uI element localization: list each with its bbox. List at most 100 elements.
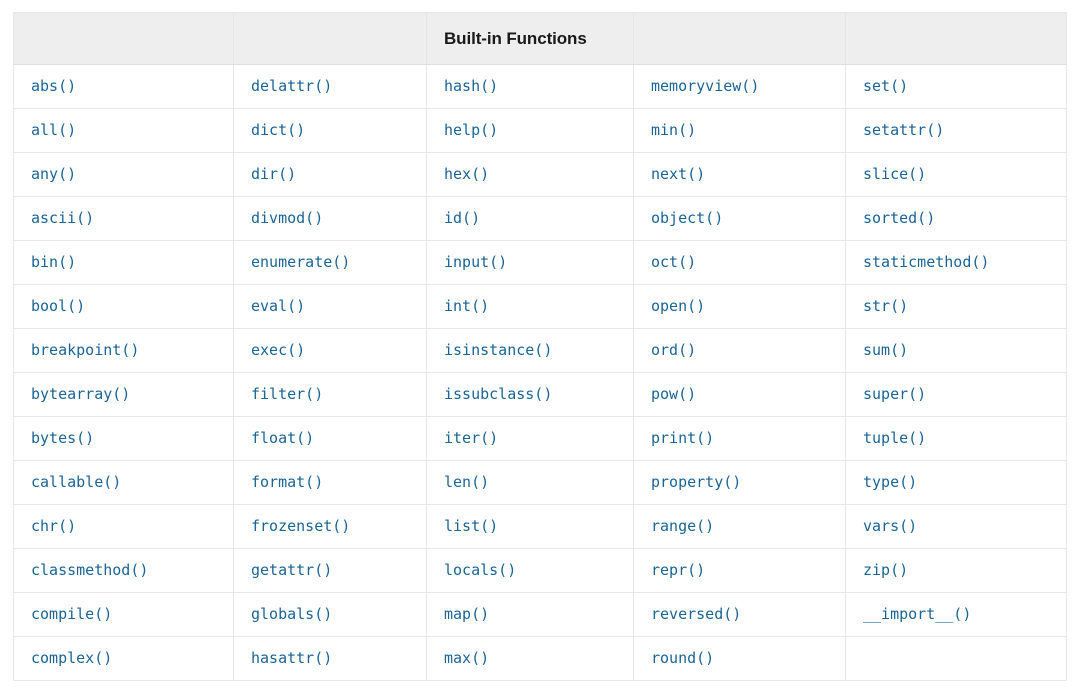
table-cell: divmod(): [233, 196, 427, 241]
function-link-locals[interactable]: locals(): [444, 561, 517, 579]
function-link-float[interactable]: float(): [251, 429, 315, 447]
table-cell: ord(): [633, 328, 846, 373]
function-link-str[interactable]: str(): [863, 297, 909, 315]
function-link-help[interactable]: help(): [444, 121, 499, 139]
function-link-divmod[interactable]: divmod(): [251, 209, 324, 227]
function-link-repr[interactable]: repr(): [651, 561, 706, 579]
function-link-range[interactable]: range(): [651, 517, 715, 535]
function-link-len[interactable]: len(): [444, 473, 490, 491]
function-link-issubclass[interactable]: issubclass(): [444, 385, 553, 403]
function-link-ascii[interactable]: ascii(): [31, 209, 95, 227]
function-link-type[interactable]: type(): [863, 473, 918, 491]
function-link-getattr[interactable]: getattr(): [251, 561, 333, 579]
function-link-oct[interactable]: oct(): [651, 253, 697, 271]
table-cell: locals(): [426, 548, 634, 593]
function-link-pow[interactable]: pow(): [651, 385, 697, 403]
table-cell: isinstance(): [426, 328, 634, 373]
function-link-int[interactable]: int(): [444, 297, 490, 315]
function-link-object[interactable]: object(): [651, 209, 724, 227]
function-link-globals[interactable]: globals(): [251, 605, 333, 623]
function-link-set[interactable]: set(): [863, 77, 909, 95]
table-cell: issubclass(): [426, 372, 634, 417]
function-link-isinstance[interactable]: isinstance(): [444, 341, 553, 359]
function-link-ord[interactable]: ord(): [651, 341, 697, 359]
function-link-__import__[interactable]: __import__(): [863, 605, 972, 623]
function-link-next[interactable]: next(): [651, 165, 706, 183]
function-link-print[interactable]: print(): [651, 429, 715, 447]
function-link-max[interactable]: max(): [444, 649, 490, 667]
function-link-complex[interactable]: complex(): [31, 649, 113, 667]
header-cell-4: [633, 12, 846, 65]
function-link-frozenset[interactable]: frozenset(): [251, 517, 351, 535]
table-cell: complex(): [13, 636, 234, 681]
table-cell: pow(): [633, 372, 846, 417]
function-link-bool[interactable]: bool(): [31, 297, 86, 315]
function-link-list[interactable]: list(): [444, 517, 499, 535]
function-link-map[interactable]: map(): [444, 605, 490, 623]
function-link-bytes[interactable]: bytes(): [31, 429, 95, 447]
function-link-chr[interactable]: chr(): [31, 517, 77, 535]
function-link-callable[interactable]: callable(): [31, 473, 122, 491]
table-cell: round(): [633, 636, 846, 681]
function-link-property[interactable]: property(): [651, 473, 742, 491]
function-link-sum[interactable]: sum(): [863, 341, 909, 359]
table-cell: super(): [845, 372, 1067, 417]
table-cell: ascii(): [13, 196, 234, 241]
function-link-breakpoint[interactable]: breakpoint(): [31, 341, 140, 359]
function-link-enumerate[interactable]: enumerate(): [251, 253, 351, 271]
header-cell-5: [845, 12, 1067, 65]
function-link-min[interactable]: min(): [651, 121, 697, 139]
function-link-hex[interactable]: hex(): [444, 165, 490, 183]
function-link-all[interactable]: all(): [31, 121, 77, 139]
function-link-filter[interactable]: filter(): [251, 385, 324, 403]
function-link-setattr[interactable]: setattr(): [863, 121, 945, 139]
table-cell: hash(): [426, 64, 634, 109]
table-cell: sorted(): [845, 196, 1067, 241]
function-link-slice[interactable]: slice(): [863, 165, 927, 183]
function-link-abs[interactable]: abs(): [31, 77, 77, 95]
function-link-id[interactable]: id(): [444, 209, 481, 227]
function-link-memoryview[interactable]: memoryview(): [651, 77, 760, 95]
function-link-hasattr[interactable]: hasattr(): [251, 649, 333, 667]
function-link-format[interactable]: format(): [251, 473, 324, 491]
function-link-input[interactable]: input(): [444, 253, 508, 271]
function-link-super[interactable]: super(): [863, 385, 927, 403]
function-link-open[interactable]: open(): [651, 297, 706, 315]
table-cell: sum(): [845, 328, 1067, 373]
header-cell-1: [13, 12, 234, 65]
table-cell: __import__(): [845, 592, 1067, 637]
function-link-hash[interactable]: hash(): [444, 77, 499, 95]
table-row: ascii() divmod() id() object() sorted(): [13, 196, 1067, 241]
table-cell: globals(): [233, 592, 427, 637]
table-cell: type(): [845, 460, 1067, 505]
function-link-any[interactable]: any(): [31, 165, 77, 183]
table-cell: object(): [633, 196, 846, 241]
function-link-zip[interactable]: zip(): [863, 561, 909, 579]
function-link-bin[interactable]: bin(): [31, 253, 77, 271]
function-link-reversed[interactable]: reversed(): [651, 605, 742, 623]
table-row: any() dir() hex() next() slice(): [13, 152, 1067, 197]
function-link-sorted[interactable]: sorted(): [863, 209, 936, 227]
function-link-dict[interactable]: dict(): [251, 121, 306, 139]
table-cell: any(): [13, 152, 234, 197]
function-link-bytearray[interactable]: bytearray(): [31, 385, 131, 403]
table-header-row: Built-in Functions: [13, 12, 1067, 65]
function-link-dir[interactable]: dir(): [251, 165, 297, 183]
table-row: callable() format() len() property() type(): [13, 460, 1067, 505]
table-cell: hex(): [426, 152, 634, 197]
function-link-iter[interactable]: iter(): [444, 429, 499, 447]
table-cell: open(): [633, 284, 846, 329]
function-link-exec[interactable]: exec(): [251, 341, 306, 359]
function-link-eval[interactable]: eval(): [251, 297, 306, 315]
function-link-round[interactable]: round(): [651, 649, 715, 667]
function-link-delattr[interactable]: delattr(): [251, 77, 333, 95]
function-link-tuple[interactable]: tuple(): [863, 429, 927, 447]
function-link-staticmethod[interactable]: staticmethod(): [863, 253, 990, 271]
function-link-classmethod[interactable]: classmethod(): [31, 561, 149, 579]
table-cell: zip(): [845, 548, 1067, 593]
table-cell: format(): [233, 460, 427, 505]
function-link-vars[interactable]: vars(): [863, 517, 918, 535]
table-cell: iter(): [426, 416, 634, 461]
table-cell: dict(): [233, 108, 427, 153]
function-link-compile[interactable]: compile(): [31, 605, 113, 623]
